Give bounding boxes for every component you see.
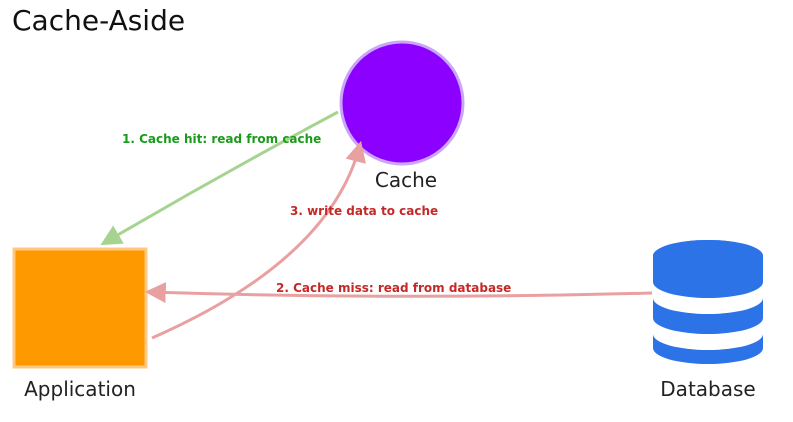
application-label: Application	[24, 377, 136, 401]
database-label: Database	[660, 377, 755, 401]
database-segment-bottom	[653, 334, 763, 364]
database-node	[653, 240, 763, 364]
cache-miss-label: 2. Cache miss: read from database	[276, 281, 511, 295]
cache-hit-label: 1. Cache hit: read from cache	[122, 132, 321, 146]
application-node	[12, 247, 148, 369]
database-top-cap	[653, 240, 763, 272]
write-cache-label: 3. write data to cache	[290, 204, 438, 218]
cache-hit-arrow	[100, 110, 339, 246]
cache-miss-arrow	[144, 282, 653, 304]
cache-label: Cache	[375, 168, 437, 192]
write-cache-arrow	[151, 140, 366, 340]
diagram-title: Cache-Aside	[12, 4, 185, 37]
cache-node	[339, 40, 465, 166]
database-segment-middle	[653, 298, 763, 334]
